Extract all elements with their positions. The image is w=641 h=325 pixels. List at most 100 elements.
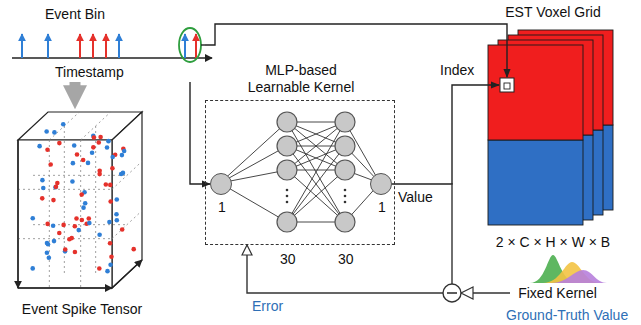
spike-dot <box>87 221 92 226</box>
spike-dot <box>105 269 110 274</box>
event-spike <box>47 34 49 58</box>
event-spike <box>21 34 23 58</box>
spike-dot <box>46 242 51 247</box>
spike-dot <box>70 179 75 184</box>
event-spike <box>105 34 107 58</box>
spike-dot <box>90 150 95 155</box>
spike-dot <box>104 182 109 187</box>
ellipsis-dot <box>286 195 289 198</box>
spike-dot <box>108 241 113 246</box>
spike-dot <box>119 172 124 177</box>
spike-dot <box>97 232 102 237</box>
spike-dot <box>110 166 115 171</box>
weight-line <box>220 122 287 183</box>
spike-dot <box>105 145 110 150</box>
spike-dot <box>57 141 62 146</box>
spike-dot <box>92 135 97 140</box>
purple-kernel <box>552 270 607 283</box>
node-title: 1 <box>362 199 402 216</box>
cube-grid-line <box>33 175 127 176</box>
event-spike <box>79 34 81 58</box>
spike-dot <box>79 192 84 197</box>
spike-dot <box>61 223 66 228</box>
weight-line <box>287 146 345 222</box>
timestamp-arrow <box>190 82 210 184</box>
hidden-neuron <box>335 160 355 180</box>
ellipsis-dot <box>286 201 289 204</box>
spike-dot <box>114 197 119 202</box>
ellipsis-dot <box>344 189 347 192</box>
spike-dot <box>48 162 53 167</box>
spike-dot <box>98 135 103 140</box>
hidden-neuron <box>335 212 355 232</box>
output-neuron: 1 <box>370 173 392 195</box>
hidden-neuron <box>277 112 297 132</box>
est-voxel-grid: EST Voxel Grid 2 × C × H × W × B <box>478 4 636 252</box>
spike-dot <box>122 149 127 154</box>
transform-arrow <box>70 82 81 90</box>
edge-label: Timestamp <box>55 64 124 81</box>
ellipsis-dot <box>344 201 347 204</box>
spike-dot <box>44 129 49 134</box>
spike-dot <box>120 153 125 158</box>
cube-grid-line <box>18 238 112 239</box>
node-title: Event Spike Tensor <box>8 301 156 318</box>
spike-dot <box>45 250 50 255</box>
spike-dot <box>67 237 72 242</box>
spike-dot <box>81 205 86 210</box>
weight-line <box>287 170 345 222</box>
spike-dot <box>52 239 57 244</box>
node-title: MLP-based Learnable Kernel <box>241 62 361 96</box>
cube-face <box>112 112 142 288</box>
ground-truth-label: Ground-Truth Value <box>506 307 628 324</box>
spike-dot <box>40 178 45 183</box>
spike-dot <box>61 122 66 127</box>
event-spike <box>118 34 120 58</box>
voxel-cell-mark <box>504 83 510 89</box>
spike-dot <box>86 161 91 166</box>
spike-dot <box>63 247 68 252</box>
spike-dot <box>30 266 35 271</box>
spike-dot <box>55 181 60 186</box>
spike-dot <box>45 147 50 152</box>
spike-dot <box>52 130 57 135</box>
spike-dot <box>72 143 77 148</box>
spike-dot <box>53 185 58 190</box>
kernel-curves <box>530 255 607 283</box>
node-title: EST Voxel Grid <box>478 4 628 21</box>
spike-dot <box>106 139 111 144</box>
cube-grid-line <box>80 140 81 288</box>
hollow-arrow-head <box>461 287 473 299</box>
hidden-neuron <box>335 136 355 156</box>
ellipsis-dot <box>344 195 347 198</box>
spike-dot <box>71 161 76 166</box>
spike-dot <box>76 228 81 233</box>
spike-dot <box>120 227 125 232</box>
cube-grid-line <box>18 189 112 190</box>
spike-dot <box>80 218 85 223</box>
spike-dot <box>51 198 56 203</box>
spike-dot <box>109 254 114 259</box>
cube-axis <box>18 287 112 288</box>
spike-dot <box>81 158 86 163</box>
spike-dot <box>73 224 78 229</box>
spike-dot <box>91 145 96 150</box>
event-spike <box>92 34 94 58</box>
edge-label: Error <box>252 298 283 315</box>
layer-width-label: 30 <box>338 251 354 268</box>
weight-line <box>287 170 345 222</box>
mlp-kernel-box: MLP-based Learnable Kernel11 <box>205 100 395 245</box>
subtract-node <box>443 284 461 302</box>
node-title: 1 <box>202 199 242 216</box>
node-caption: 2 × C × H × W × B <box>478 234 628 251</box>
hidden-neuron <box>277 160 297 180</box>
fixed-kernel: Fixed Kernel <box>510 250 605 302</box>
cube-axis <box>112 260 142 288</box>
input-neuron: 1 <box>210 173 232 195</box>
spike-dot <box>83 201 88 206</box>
voxel-layer <box>488 45 583 140</box>
